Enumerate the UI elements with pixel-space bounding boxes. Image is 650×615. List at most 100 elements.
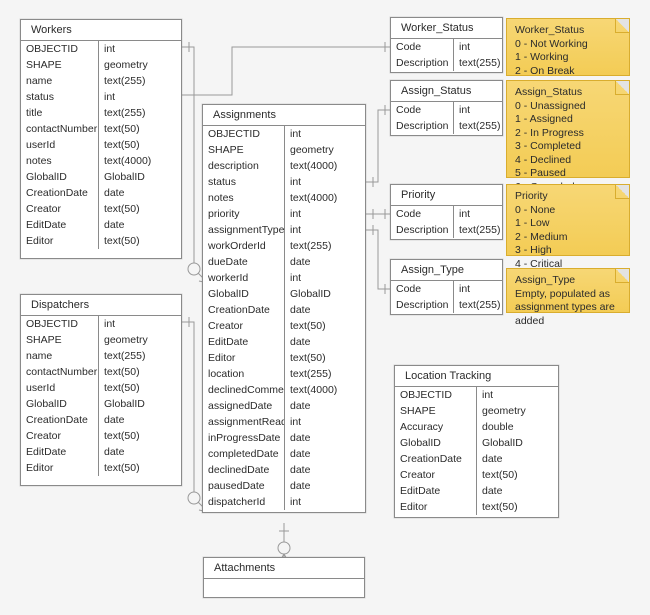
- field-row: notes text(4000): [203, 190, 365, 206]
- note-line: 2 - On Break: [515, 64, 575, 77]
- note-line: 2 - In Progress: [515, 126, 584, 139]
- note-line: 5 - Paused: [515, 167, 566, 179]
- note-line: 2 - Medium: [515, 230, 568, 243]
- field-row: Editor text(50): [21, 460, 181, 476]
- field-type: date: [482, 453, 503, 465]
- field-row-empty: [204, 579, 364, 598]
- field-type: text(255): [459, 120, 501, 132]
- field-name: Description: [391, 297, 454, 313]
- field-name: Description: [391, 222, 454, 238]
- field-type: text(50): [104, 430, 140, 442]
- field-name: OBJECTID: [203, 126, 285, 142]
- field-row: inProgressDate date: [203, 430, 365, 446]
- field-type: text(50): [104, 139, 140, 151]
- entity-title: Priority: [391, 185, 502, 206]
- field-name: SHAPE: [395, 403, 477, 419]
- field-type: int: [459, 283, 471, 295]
- field-type: date: [104, 219, 125, 231]
- field-row: EditDate date: [21, 217, 181, 233]
- note-line: Empty, populated as assignment types are…: [515, 287, 615, 327]
- field-type: date: [290, 432, 311, 444]
- field-name: notes: [203, 190, 285, 206]
- field-type: text(4000): [104, 155, 152, 167]
- field-name: Description: [391, 118, 454, 134]
- entity-title: Workers: [21, 20, 181, 41]
- note-assign-type[interactable]: Assign_Type Empty, populated as assignme…: [506, 268, 630, 327]
- field-name: workOrderId: [203, 238, 285, 254]
- field-name: title: [21, 105, 99, 121]
- field-type: date: [290, 336, 311, 348]
- field-type: date: [290, 448, 311, 460]
- field-name: inProgressDate: [203, 430, 285, 446]
- field-type: GlobalID: [290, 288, 331, 300]
- note-line: 1 - Assigned: [515, 113, 573, 125]
- field-name: dueDate: [203, 254, 285, 270]
- field-type: date: [290, 256, 311, 268]
- note-title: Assign_Status: [515, 86, 583, 98]
- field-name: SHAPE: [203, 142, 285, 158]
- field-type: int: [290, 224, 302, 236]
- field-type: geometry: [104, 59, 148, 71]
- field-type: date: [104, 187, 125, 199]
- field-name: assignedDate: [203, 398, 285, 414]
- field-name: EditDate: [21, 217, 99, 233]
- field-name: Creator: [203, 318, 285, 334]
- field-type: text(50): [104, 462, 140, 474]
- field-name: notes: [21, 153, 99, 169]
- wire-workers-status: [182, 46, 390, 96]
- field-name: Editor: [21, 460, 99, 476]
- note-fold-corner: [615, 269, 629, 283]
- field-name: Code: [391, 39, 454, 55]
- entity-attachments[interactable]: Attachments: [203, 557, 365, 598]
- field-name: status: [21, 89, 99, 105]
- field-type: text(255): [290, 368, 332, 380]
- note-worker-status[interactable]: Worker_Status 0 - Not Working 1 - Workin…: [506, 18, 630, 77]
- field-name: userId: [21, 137, 99, 153]
- field-name: priority: [203, 206, 285, 222]
- note-fold-corner: [615, 185, 629, 199]
- entity-title: Assign_Status: [391, 81, 502, 102]
- field-name: declinedComment: [203, 382, 285, 398]
- field-name: userId: [21, 380, 99, 396]
- field-type: GlobalID: [104, 398, 145, 410]
- field-type: text(50): [104, 123, 140, 135]
- note-assign-status[interactable]: Assign_Status 0 - Unassigned 1 - Assigne…: [506, 80, 630, 193]
- field-name: name: [21, 348, 99, 364]
- field-name: workerId: [203, 270, 285, 286]
- field-name: Editor: [21, 233, 99, 249]
- field-type: text(4000): [290, 192, 338, 204]
- note-priority[interactable]: Priority 0 - None 1 - Low 2 - Medium 3 -…: [506, 184, 630, 270]
